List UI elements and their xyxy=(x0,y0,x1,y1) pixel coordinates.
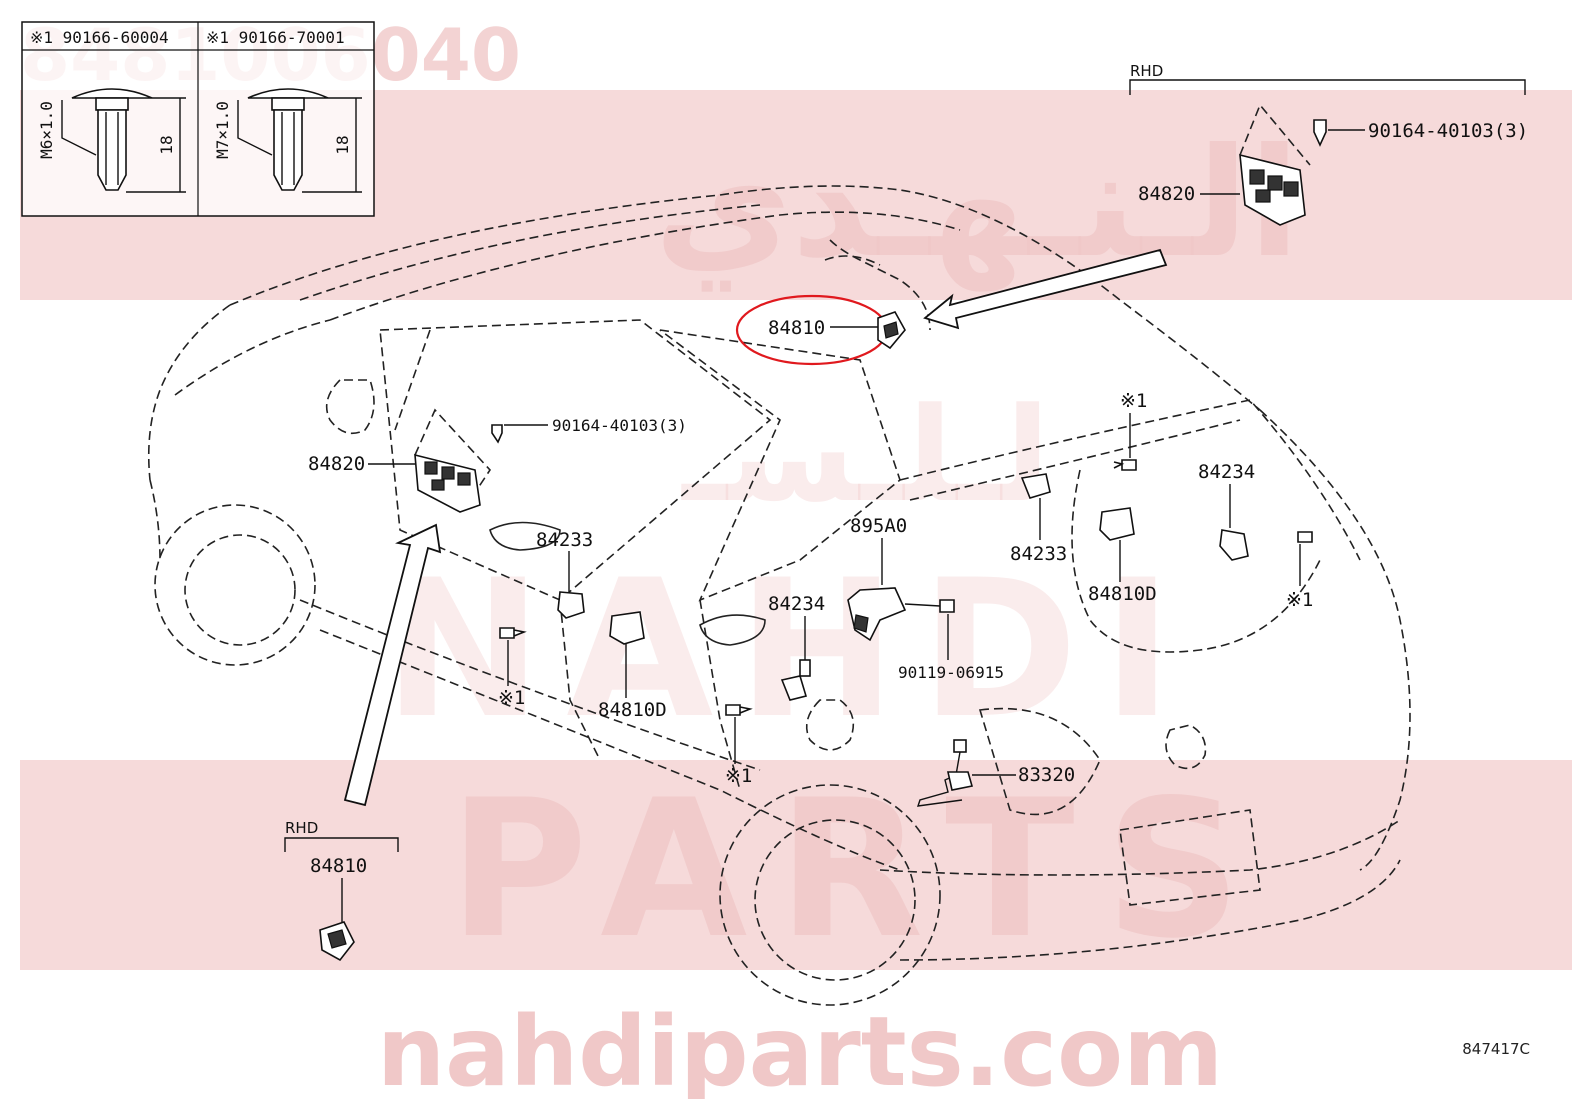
watermark-latin-2: PARTS xyxy=(448,759,1271,980)
watermark-band-bottom xyxy=(20,760,1572,970)
rhd-bottom-label: RHD xyxy=(285,819,318,837)
sensor-icon xyxy=(947,771,974,791)
rhd-bottom-group: RHD 84810 xyxy=(284,819,399,962)
connector-icon xyxy=(1099,507,1135,541)
bolt-icon xyxy=(939,599,955,613)
callout-screw-left: 90164-40103(3) xyxy=(552,416,687,435)
callout-note1-c: ※1 xyxy=(725,765,752,787)
callout-84820-top: 84820 xyxy=(1138,183,1195,205)
middle-84234-group: 84234 ※1 xyxy=(725,593,825,787)
callout-895A0: 895A0 xyxy=(850,515,907,537)
inset-left-length: 18 xyxy=(157,135,176,154)
watermark-website: nahdiparts.com xyxy=(377,996,1223,1099)
watermark-arabic-1: الـنـهـدي xyxy=(654,117,1300,292)
watermark: 8481006040 الـنـهـدي لـلـسـ NAHDI PARTS … xyxy=(20,13,1572,1099)
screw-icon xyxy=(491,424,503,444)
pointer-arrows xyxy=(343,248,1168,807)
window-switch-icon xyxy=(1239,153,1306,226)
inset-box: ※1 90166-60004 ※1 90166-70001 M6×1.0 18 … xyxy=(21,21,375,217)
bolt-icon xyxy=(499,627,527,639)
inset-right-length: 18 xyxy=(333,135,352,154)
callout-84234-a: 84234 xyxy=(768,593,825,615)
watermark-latin-1: NAHDI xyxy=(383,539,1196,760)
inset-right-thread: M7×1.0 xyxy=(213,101,232,159)
sensor-895A0-group: 895A0 90119-06915 xyxy=(847,515,1004,682)
pin-icon xyxy=(799,659,811,677)
callout-84810-rhd: 84810 xyxy=(310,855,367,877)
figure-code: 847417C xyxy=(1462,1040,1530,1058)
callout-note1-a: ※1 xyxy=(1120,390,1147,412)
callout-84820-left: 84820 xyxy=(308,453,365,475)
callout-84233-b: 84233 xyxy=(1010,543,1067,565)
clip-icon xyxy=(71,88,153,191)
door-switch-icon xyxy=(1020,473,1051,499)
inset-left-note: ※1 90166-60004 xyxy=(30,28,169,47)
car-outline xyxy=(147,185,1411,1006)
door-switch-icon xyxy=(557,591,585,619)
rhd-top-label: RHD xyxy=(1130,62,1163,80)
callout-note1-b: ※1 xyxy=(498,687,525,709)
callout-84233-a: 84233 xyxy=(536,529,593,551)
arrow-up-icon xyxy=(343,523,442,807)
callout-screw-top: 90164-40103(3) xyxy=(1368,120,1528,142)
front-door-switch-group: 84233 ※1 84810D xyxy=(498,529,667,721)
highlight-84810: 84810 xyxy=(735,294,906,366)
callout-bolt-90119: 90119-06915 xyxy=(898,663,1004,682)
door-switch-icon xyxy=(780,675,808,701)
callout-83320: 83320 xyxy=(1018,764,1075,786)
inset-left-thread: M6×1.0 xyxy=(37,101,56,159)
watermark-arabic-2: لـلـسـ xyxy=(681,379,1050,531)
bolt-icon xyxy=(1297,531,1313,543)
inset-right-note: ※1 90166-70001 xyxy=(206,28,345,47)
bolt-icon xyxy=(1113,459,1137,471)
connector-icon xyxy=(953,739,967,753)
window-switch-icon xyxy=(414,453,481,513)
callout-84234-b: 84234 xyxy=(1198,461,1255,483)
callout-84810-highlight: 84810 xyxy=(768,317,825,339)
arrow-left-icon xyxy=(923,248,1168,330)
sensor-83320-group: 83320 xyxy=(916,739,1075,807)
door-switch-icon xyxy=(1219,529,1249,561)
callout-note1-d: ※1 xyxy=(1286,589,1313,611)
clip-icon xyxy=(247,88,329,191)
callout-84810D-a: 84810D xyxy=(598,699,667,721)
screw-icon xyxy=(1313,119,1327,147)
callout-84810D-b: 84810D xyxy=(1088,583,1157,605)
left-window-switch-group: 90164-40103(3) 84820 xyxy=(308,408,687,513)
connector-icon xyxy=(609,611,645,645)
bolt-icon xyxy=(725,704,753,716)
rhd-top-group: RHD 90164-40103(3) 84820 xyxy=(1129,62,1528,226)
rear-door-group: ※1 84233 84810D 84234 ※1 xyxy=(1010,390,1313,611)
